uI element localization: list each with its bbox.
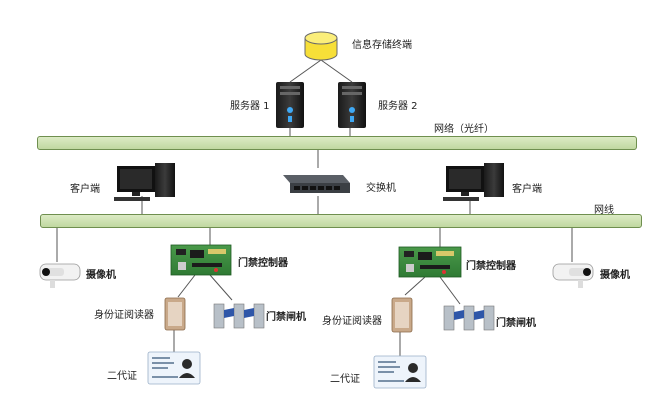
fiber-network-label: 网络（光纤） xyxy=(434,124,494,135)
network-switch-icon xyxy=(283,175,350,193)
access-controller-left-icon xyxy=(170,244,232,276)
id-card-left-icon xyxy=(147,351,201,385)
server-2-label: 服务器 2 xyxy=(378,101,418,112)
id-reader-left-label: 身份证阅读器 xyxy=(94,310,154,321)
storage-database-icon xyxy=(304,31,338,61)
id-card-left-label: 二代证 xyxy=(107,371,137,382)
gate-right-label: 门禁闸机 xyxy=(496,318,536,329)
client-computer-left-icon xyxy=(114,163,175,201)
camera-left-label: 摄像机 xyxy=(86,270,116,281)
controller-right-label: 门禁控制器 xyxy=(466,261,516,272)
fiber-network-bus xyxy=(37,136,637,150)
controller-left-label: 门禁控制器 xyxy=(238,258,288,269)
client-left-label: 客户端 xyxy=(70,184,100,195)
server-2-icon xyxy=(338,82,366,128)
id-reader-right-icon xyxy=(391,297,413,333)
connection-lines xyxy=(56,59,573,356)
wired-network-label: 网线 xyxy=(594,205,614,216)
turnstile-gate-left-icon xyxy=(213,303,265,329)
client-right-label: 客户端 xyxy=(512,184,542,195)
storage-label: 信息存储终端 xyxy=(352,40,412,51)
id-card-right-icon xyxy=(373,355,427,389)
gate-left-label: 门禁闸机 xyxy=(266,312,306,323)
server-1-label: 服务器 1 xyxy=(230,101,270,112)
wired-network-bus xyxy=(40,214,642,228)
client-computer-right-icon xyxy=(443,163,504,201)
turnstile-gate-right-icon xyxy=(443,305,495,331)
switch-label: 交换机 xyxy=(366,183,396,194)
camera-right-icon xyxy=(552,263,594,288)
id-card-right-label: 二代证 xyxy=(330,374,360,385)
id-reader-left-icon xyxy=(164,297,186,331)
camera-left-icon xyxy=(39,263,81,288)
camera-right-label: 摄像机 xyxy=(600,270,630,281)
id-reader-right-label: 身份证阅读器 xyxy=(322,316,382,327)
access-controller-right-icon xyxy=(398,246,462,278)
server-1-icon xyxy=(276,82,304,128)
